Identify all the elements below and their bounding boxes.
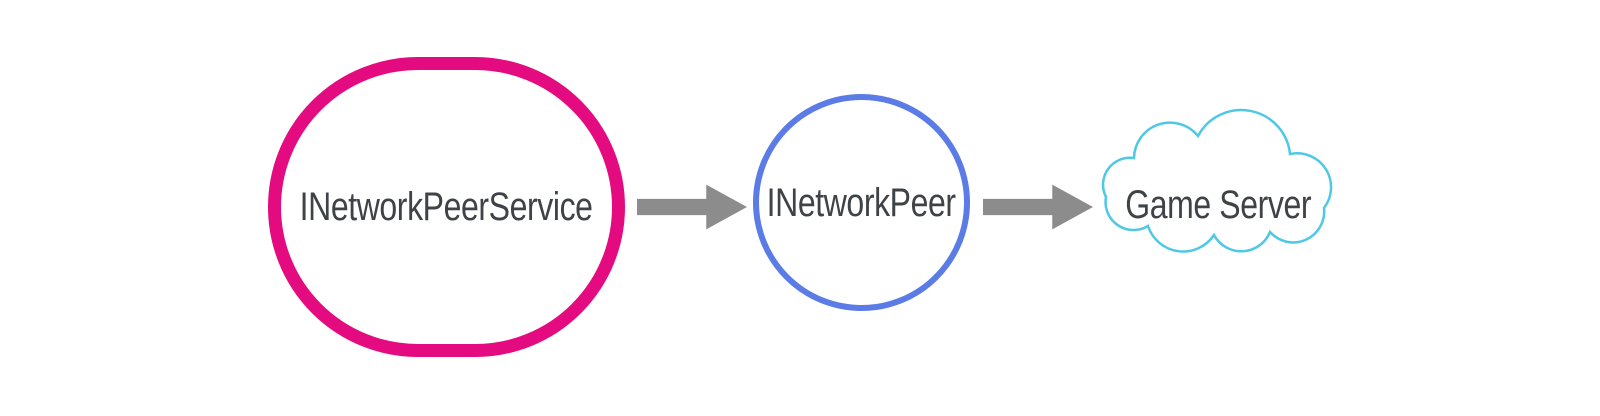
node-inetworkpeerservice-label: INetworkPeerService (300, 185, 593, 229)
node-inetworkpeerservice: INetworkPeerService (268, 57, 625, 357)
cloud-outline (1101, 108, 1333, 253)
node-game-server-label: Game Server (1125, 183, 1311, 227)
node-inetworkpeer: INetworkPeer (753, 94, 970, 311)
arrow-right-icon (983, 184, 1093, 230)
arrow-right-shape (637, 184, 747, 230)
arrow-right-icon (637, 184, 747, 230)
node-game-server-label-box: Game Server (1100, 183, 1336, 227)
arrow-right-shape (983, 184, 1093, 230)
node-inetworkpeer-label: INetworkPeer (766, 180, 957, 225)
node-game-server (1101, 108, 1333, 253)
